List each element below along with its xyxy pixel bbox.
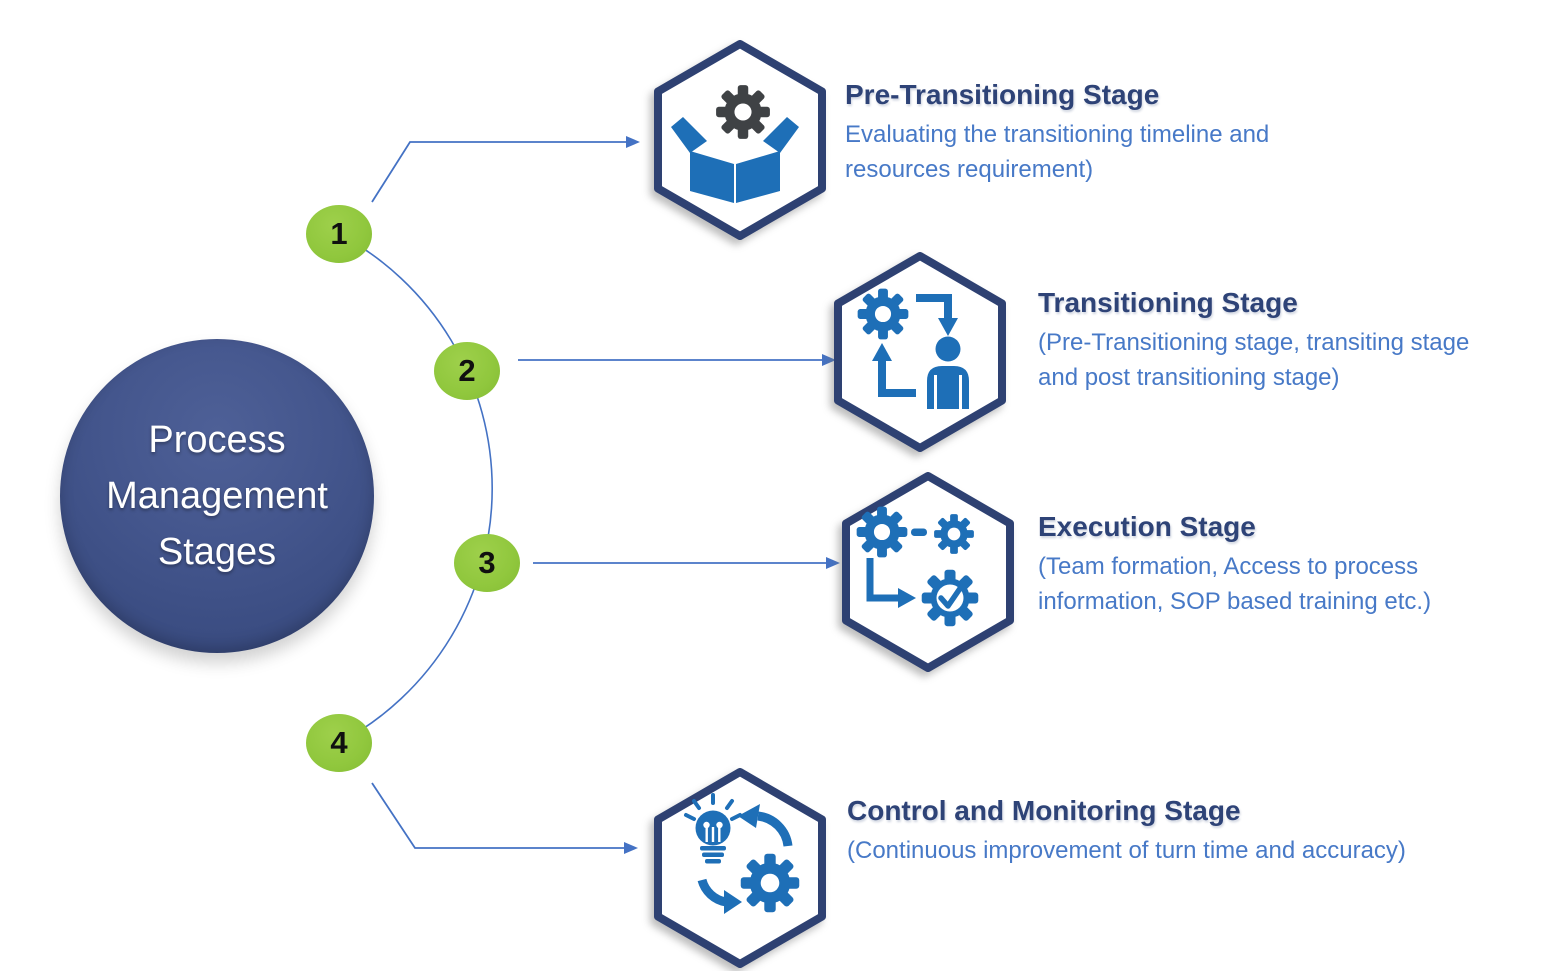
- box-gear-icon: [671, 85, 799, 203]
- stage-3-title: Execution Stage: [1038, 511, 1256, 542]
- stage-2-hexagon-svg: [834, 252, 1006, 452]
- stage-3-description: (Team formation, Access to process infor…: [1038, 553, 1432, 615]
- stage-2-description: (Pre-Transitioning stage, transiting sta…: [1038, 329, 1470, 391]
- diagram-title-line-3: Stages: [157, 531, 277, 573]
- arrow-line-4: [371, 782, 624, 849]
- stage-arc-line: [338, 233, 493, 744]
- stage-4-hexagon-svg: [654, 768, 826, 968]
- stage-3-text: Execution Stage (Team formation, Access …: [1038, 510, 1513, 619]
- stage-4-hexagon: [650, 768, 830, 971]
- stage-1-number: 1: [330, 216, 348, 251]
- stage-2-title: Transitioning Stage: [1038, 287, 1298, 318]
- bulb-gear-cycle-icon: [684, 793, 800, 914]
- hexagon-shape: [834, 252, 1006, 452]
- gear-person-cycle-icon: [857, 288, 969, 409]
- arrowhead-2-icon: [822, 354, 836, 366]
- arrowhead-4-icon: [624, 842, 638, 854]
- stage-4-text: Control and Monitoring Stage (Continuous…: [847, 794, 1547, 869]
- arrowhead-3-icon: [826, 557, 840, 569]
- arrowheads: [624, 136, 840, 854]
- stage-4-title: Control and Monitoring Stage: [847, 795, 1241, 826]
- stage-4-number-badge: 4: [306, 714, 372, 772]
- stage-1-description: Evaluating the transitioning timeline an…: [845, 121, 1270, 183]
- stage-1-title: Pre-Transitioning Stage: [845, 79, 1160, 110]
- diagram-title-line-1: Process: [148, 419, 286, 461]
- stage-arrows: [371, 141, 826, 849]
- stage-1-number-badge: 1: [306, 205, 372, 263]
- stage-2-hexagon: [830, 252, 1010, 457]
- stage-3-number-badge: 3: [454, 534, 520, 592]
- stage-2-number: 2: [458, 353, 476, 388]
- arrow-line-1: [371, 141, 626, 203]
- stage-2-text: Transitioning Stage (Pre-Transitioning s…: [1038, 286, 1503, 395]
- stage-3-number: 3: [478, 545, 496, 580]
- hexagon-shape: [654, 768, 826, 968]
- stage-2-number-badge: 2: [434, 342, 500, 400]
- stage-1-text: Pre-Transitioning Stage Evaluating the t…: [845, 78, 1350, 187]
- stage-4-number: 4: [330, 725, 348, 760]
- diagram-title-line-2: Management: [106, 475, 328, 517]
- stage-1-hexagon-svg: [654, 40, 826, 240]
- stage-3-hexagon: [838, 472, 1018, 677]
- stage-1-hexagon: [650, 40, 830, 245]
- gears-check-icon: [856, 506, 979, 627]
- central-circle: Process Management Stages: [60, 339, 374, 653]
- stage-4-description: (Continuous improvement of turn time and…: [847, 837, 1406, 864]
- arrowhead-1-icon: [626, 136, 640, 148]
- diagram-title: Process Management Stages: [106, 412, 328, 580]
- stage-3-hexagon-svg: [842, 472, 1014, 672]
